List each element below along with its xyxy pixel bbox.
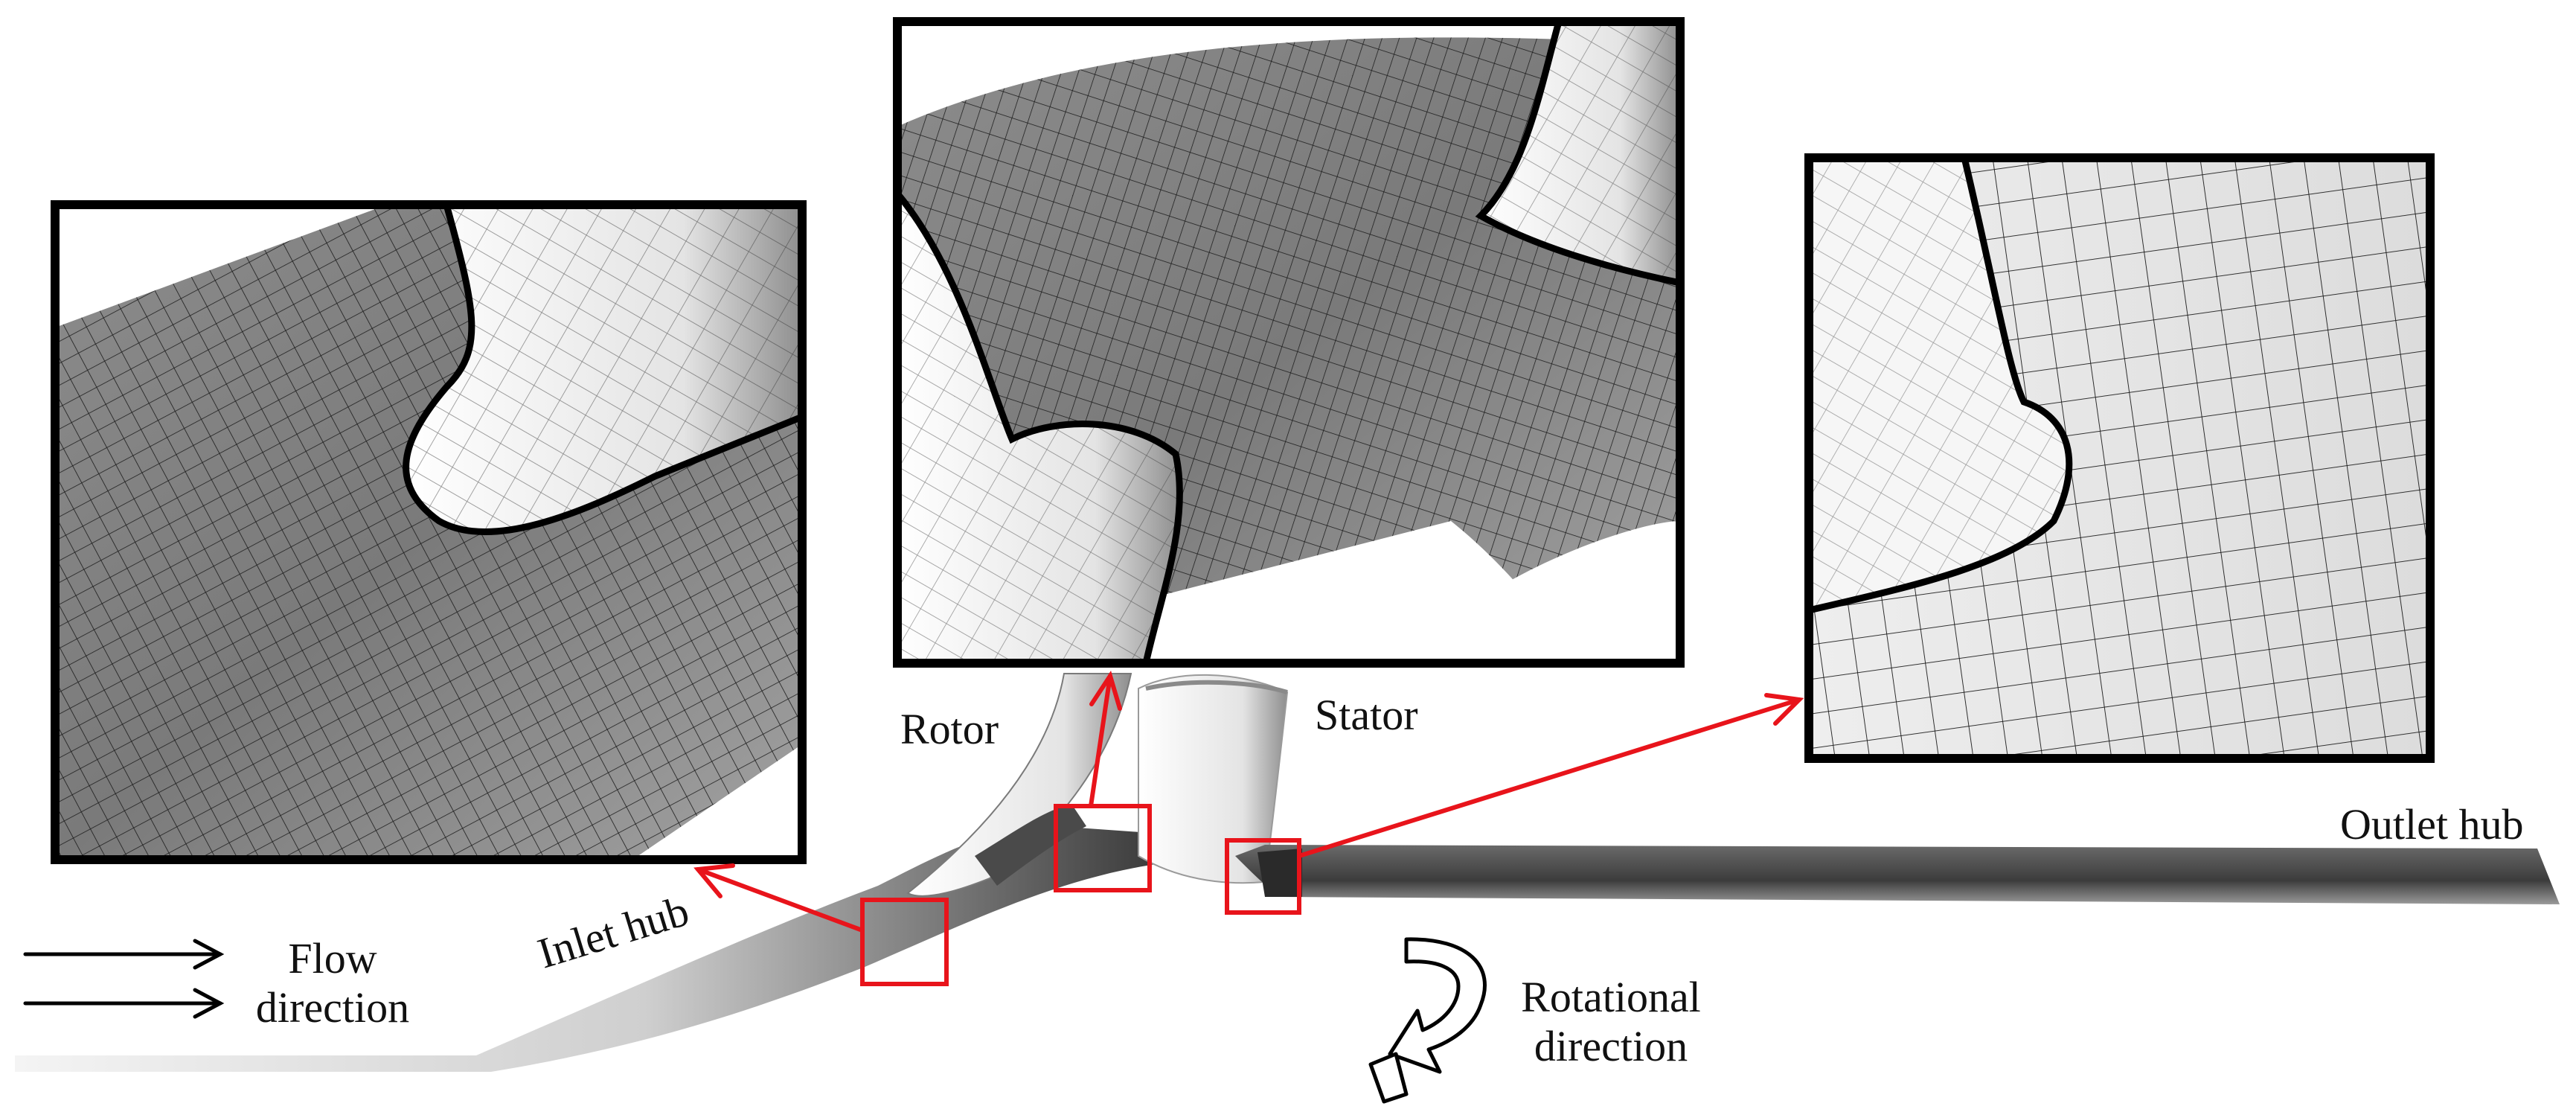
outlet-hub-label: Outlet hub bbox=[2340, 800, 2524, 849]
left-panel-frame bbox=[51, 200, 807, 864]
rotational-direction-label-line1: Rotational bbox=[1521, 973, 1701, 1021]
outlet-hub-surface bbox=[1235, 845, 2560, 904]
right-mesh-panel bbox=[1804, 153, 2435, 763]
middle-panel-frame bbox=[893, 17, 1685, 668]
inlet-hub-surface bbox=[15, 826, 1161, 1072]
flow-arrow-upper bbox=[23, 939, 225, 970]
callout-box-outlet bbox=[1225, 838, 1301, 915]
flow-arrow-lower bbox=[23, 988, 225, 1019]
turbomachinery-geometry bbox=[15, 673, 2560, 1072]
arrow-to-right-panel bbox=[1297, 693, 1804, 858]
callout-boxes bbox=[860, 804, 1301, 986]
rotational-direction-label: Rotational direction bbox=[1492, 973, 1730, 1071]
callout-box-inlet bbox=[860, 898, 949, 986]
stator-label: Stator bbox=[1315, 691, 1418, 739]
flow-direction-label-line2: direction bbox=[255, 983, 410, 1032]
stator-blade bbox=[1138, 674, 1289, 884]
arrow-to-left-panel bbox=[693, 863, 865, 933]
left-mesh-panel bbox=[51, 200, 807, 864]
callout-box-rotor-stator bbox=[1054, 804, 1152, 892]
rotational-direction-label-line2: direction bbox=[1534, 1022, 1688, 1070]
callout-arrows bbox=[693, 670, 1804, 933]
rotation-arrow-icon bbox=[1368, 937, 1487, 1104]
flow-direction-arrows bbox=[23, 939, 225, 1019]
rotor-label: Rotor bbox=[900, 705, 999, 753]
flow-direction-label: Flow direction bbox=[240, 934, 426, 1032]
right-panel-frame bbox=[1804, 153, 2435, 763]
flow-direction-label-line1: Flow bbox=[288, 934, 377, 982]
arrow-to-middle-panel bbox=[1089, 670, 1122, 808]
middle-mesh-panel bbox=[893, 17, 1685, 668]
